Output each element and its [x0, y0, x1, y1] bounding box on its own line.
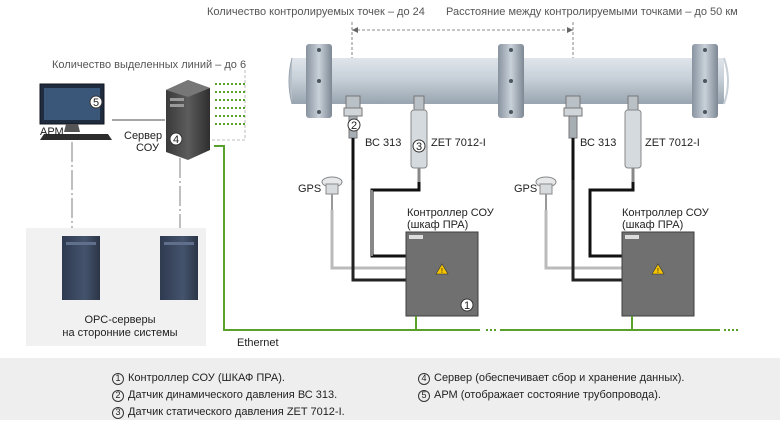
gps-label-1: GPS [298, 183, 321, 195]
legend-text: Сервер (обеспечивает сбор и хранение дан… [434, 372, 685, 384]
legend-item-2: 2 Датчик динамического давления ВС 313. [112, 387, 345, 404]
controller-label-2b: (шкаф ПРА) [622, 219, 683, 231]
arm-label: АРМ [40, 126, 64, 138]
sensor-stat-label-1: ZET 7012-I [431, 137, 486, 149]
opc-server-2 [160, 236, 198, 300]
dedicated-lines [208, 70, 246, 141]
legend-col-right: 4 Сервер (обеспечивает сбор и хранение д… [418, 370, 684, 404]
cables-site-1 [330, 180, 421, 282]
controller-cabinet-2: ! [621, 231, 695, 317]
server-label-2: СОУ [136, 142, 160, 154]
num-badge-5: 5 [89, 95, 103, 109]
controller-label-2a: Контроллер СОУ [622, 207, 710, 219]
static-pressure-sensor-1 [410, 95, 428, 182]
sensor-dyn-label-2: ВС 313 [580, 137, 616, 149]
server-label-1: Сервер [124, 130, 162, 142]
controller-cabinet-1: ! [405, 231, 479, 317]
legend-text: Датчик динамического давления ВС 313. [128, 389, 338, 401]
gps-antenna-2 [535, 176, 557, 210]
static-pressure-sensor-2 [624, 95, 642, 182]
legend-text: Датчик статического давления ZET 7012-I. [128, 406, 345, 418]
sensor-stat-label-2: ZET 7012-I [645, 137, 700, 149]
num-badge-4: 4 [169, 132, 183, 146]
sensor-dyn-label-1: ВС 313 [365, 137, 401, 149]
legend-num: 3 [112, 406, 124, 419]
svg-text:4: 4 [173, 134, 179, 146]
legend-num: 2 [112, 389, 124, 402]
svg-text:!: ! [441, 268, 443, 275]
controller-label-1a: Контроллер СОУ [407, 207, 495, 219]
legend-item-3: 3 Датчик статического давления ZET 7012-… [112, 404, 345, 421]
svg-text:3: 3 [416, 141, 422, 153]
legend-item-1: 1 Контроллер СОУ (ШКАФ ПРА). [112, 370, 345, 387]
num-badge-3: 3 [412, 139, 426, 153]
legend-num: 4 [418, 372, 430, 385]
system-diagram: Количество контролируемых точек – до 24 … [26, 6, 740, 349]
controller-label-1b: (шкаф ПРА) [407, 219, 468, 231]
points-count-label: Количество контролируемых точек – до 24 [207, 6, 425, 18]
svg-text:1: 1 [464, 300, 470, 312]
legend-panel: 1 Контроллер СОУ (ШКАФ ПРА). 2 Датчик ди… [0, 358, 780, 420]
legend-text: Контроллер СОУ (ШКАФ ПРА). [128, 372, 285, 384]
legend-num: 5 [418, 389, 430, 402]
num-badge-2: 2 [347, 118, 361, 132]
dynamic-pressure-sensor-2 [563, 95, 583, 180]
dynamic-pressure-sensor-1 [343, 95, 363, 180]
pipeline [288, 44, 729, 118]
opc-label-1: ОРС-серверы [85, 314, 156, 326]
ethernet-line [214, 145, 740, 331]
ethernet-label: Ethernet [237, 337, 279, 349]
distance-label: Расстояние между контролируемыми точками… [446, 6, 738, 18]
cables-site-2 [544, 180, 635, 282]
svg-text:2: 2 [351, 120, 357, 132]
lines-count-label: Количество выделенных линий – до 6 [52, 59, 246, 71]
opc-label-2: на сторонние системы [62, 327, 177, 339]
legend-num: 1 [112, 372, 124, 385]
legend-text: АРМ (отображает состояние трубопровода). [434, 389, 661, 401]
svg-text:5: 5 [93, 97, 99, 109]
legend-item-5: 5 АРМ (отображает состояние трубопровода… [418, 387, 684, 404]
gps-antenna-1 [321, 176, 343, 210]
legend-item-4: 4 Сервер (обеспечивает сбор и хранение д… [418, 370, 684, 387]
legend-col-left: 1 Контроллер СОУ (ШКАФ ПРА). 2 Датчик ди… [112, 370, 345, 421]
svg-text:!: ! [657, 268, 659, 275]
opc-server-1 [62, 236, 100, 300]
num-badge-1: 1 [460, 298, 474, 312]
gps-label-2: GPS [514, 183, 537, 195]
server-tower [166, 80, 210, 160]
opc-links [71, 142, 181, 232]
